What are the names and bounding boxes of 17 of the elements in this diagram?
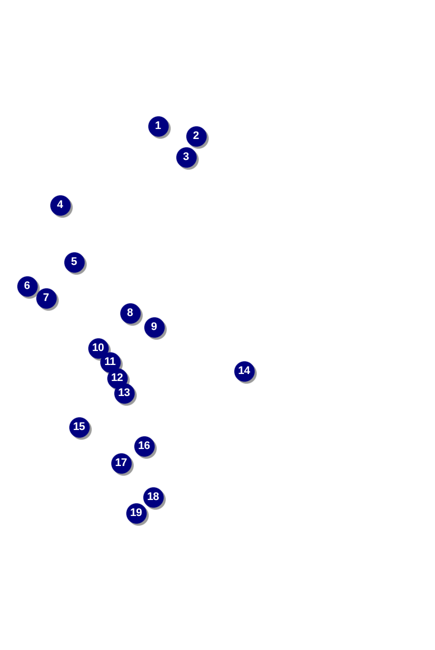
callout-number: 19 xyxy=(126,502,148,526)
callout-number: 9 xyxy=(144,316,166,340)
callout-number: 1 xyxy=(148,116,170,138)
callout-number: 7 xyxy=(36,288,58,310)
callout-number: 8 xyxy=(120,302,142,326)
callout-number: 5 xyxy=(64,252,86,274)
callout-number: 15 xyxy=(68,416,92,440)
callout-number: 11 xyxy=(100,352,122,374)
callout-number: 13 xyxy=(114,382,136,406)
callout-number: 3 xyxy=(176,146,198,170)
callout-number: 17 xyxy=(110,452,134,476)
callout-number: 16 xyxy=(134,436,156,458)
callout-number: 4 xyxy=(50,194,72,218)
callout-number: 6 xyxy=(16,276,40,298)
callout-number: 2 xyxy=(186,126,208,148)
callout-number: 18 xyxy=(142,486,166,510)
callout-number: 14 xyxy=(234,360,256,384)
